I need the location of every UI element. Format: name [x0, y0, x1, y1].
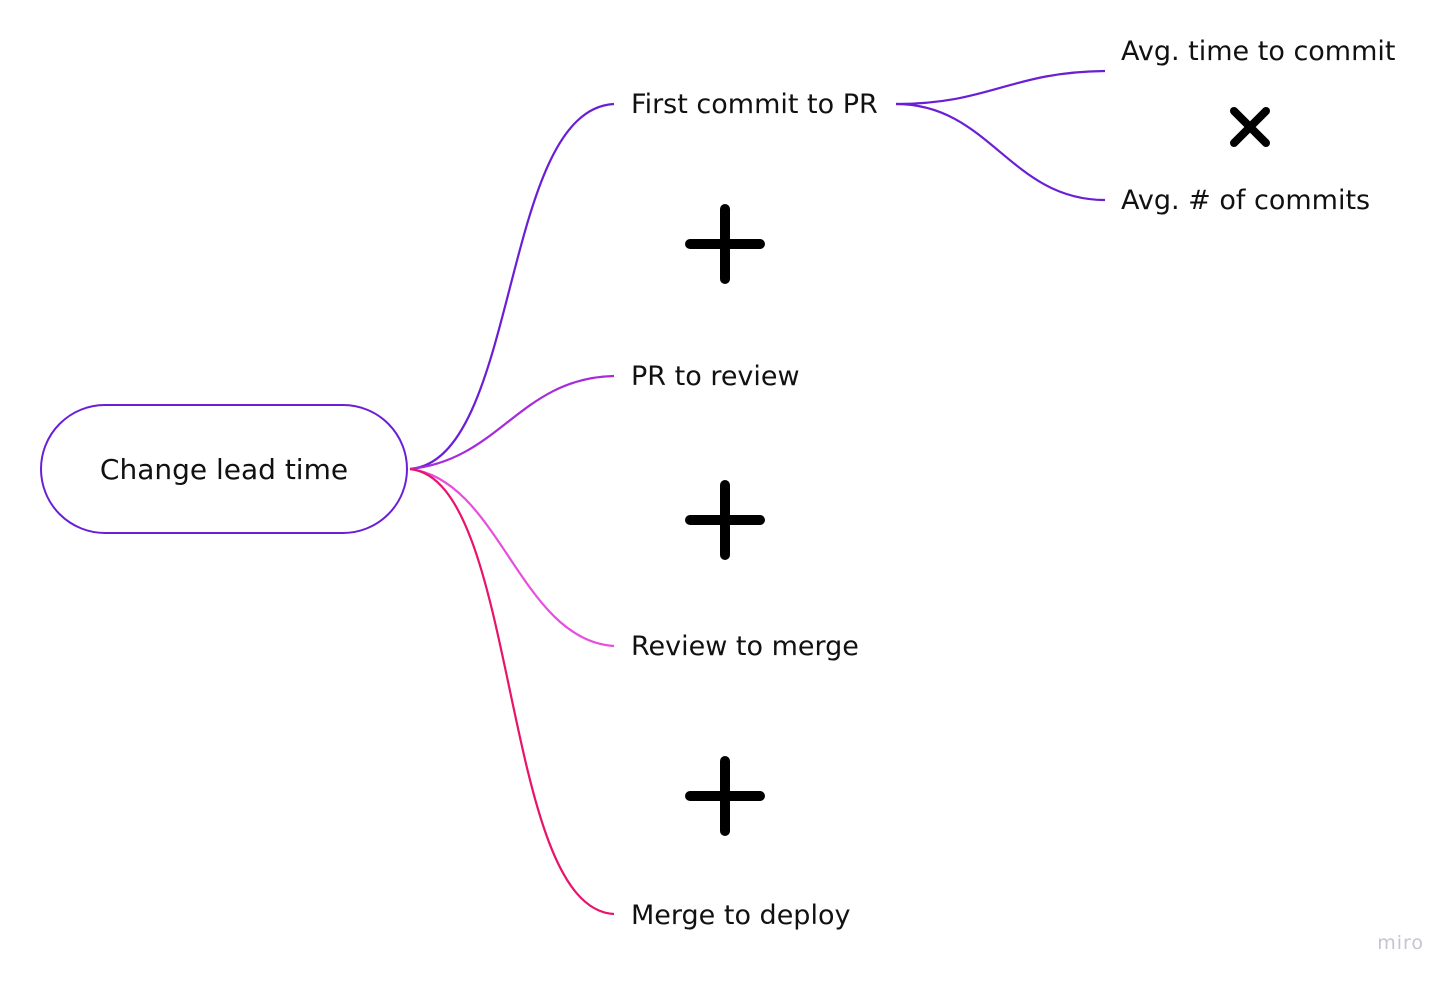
connector-first-commit-to-pr: [409, 102, 615, 471]
root-node-label: Change lead time: [99, 452, 349, 486]
node-first-commit-to-pr[interactable]: First commit to PR: [631, 89, 878, 120]
connector-review-to-merge: [409, 467, 615, 648]
node-review-to-merge[interactable]: Review to merge: [631, 631, 859, 662]
connector-avg-time-to-commit: [895, 69, 1106, 106]
connector-pr-to-review: [409, 374, 615, 471]
plus-icon: [685, 756, 765, 836]
connector-merge-to-deploy: [409, 467, 615, 916]
root-node[interactable]: Change lead time: [40, 404, 408, 534]
node-avg-commits[interactable]: Avg. # of commits: [1121, 185, 1371, 216]
plus-icon: [685, 480, 765, 560]
plus-icon: [685, 204, 765, 284]
node-pr-to-review[interactable]: PR to review: [631, 361, 800, 392]
node-merge-to-deploy[interactable]: Merge to deploy: [631, 900, 851, 931]
connector-avg-commits: [895, 102, 1106, 202]
miro-watermark: miro: [1377, 932, 1424, 954]
node-avg-time-to-commit[interactable]: Avg. time to commit: [1121, 36, 1396, 67]
multiply-icon: [1230, 107, 1270, 147]
